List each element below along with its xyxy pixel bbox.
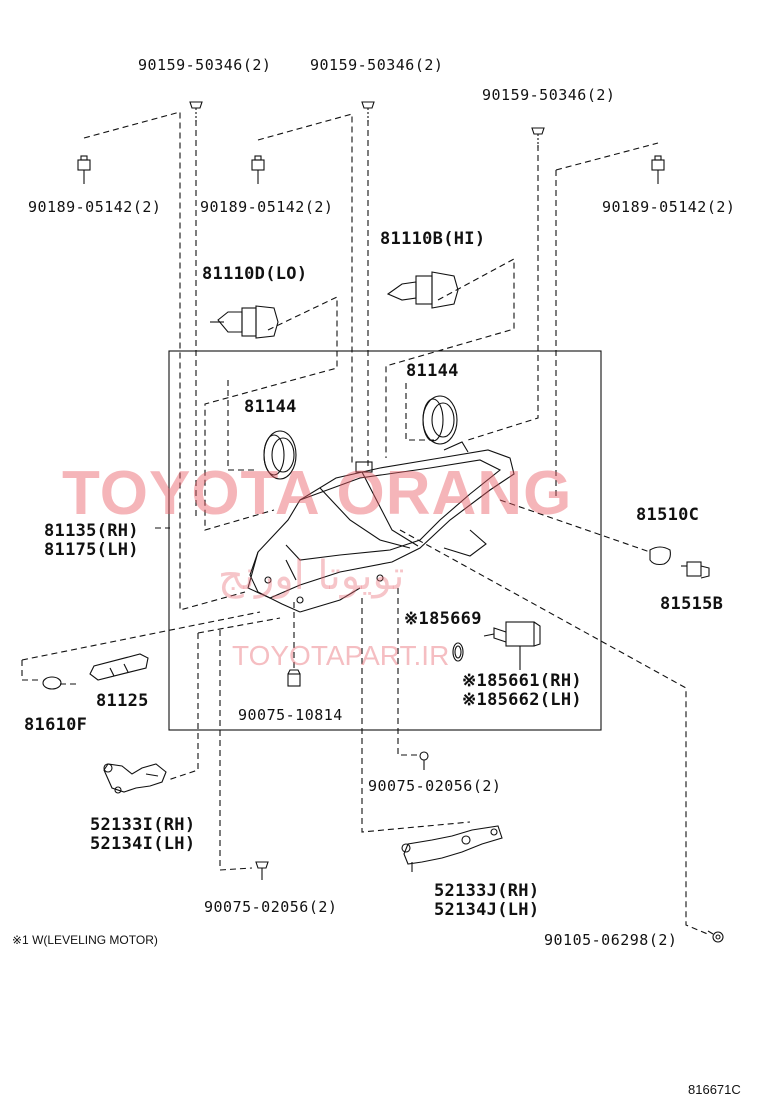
label-side-lens: 81510C	[636, 505, 700, 525]
label-screw-top-right: 90159-50346(2)	[482, 86, 616, 104]
nut-right	[651, 155, 665, 184]
nut-left	[77, 155, 91, 184]
label-nut-mid: 90189-05142(2)	[200, 198, 334, 216]
label-bulb-hi: 81110B(HI)	[380, 229, 486, 249]
bulb-hi	[386, 271, 459, 309]
label-bracket-j-rh: 52133J(RH)	[434, 881, 540, 901]
bracket-j	[401, 825, 503, 872]
small-bulb	[89, 653, 149, 681]
bulb-lo	[210, 305, 279, 339]
label-bolt-bottom-right: 90105-06298(2)	[544, 931, 678, 949]
label-lamp-rh: 81135(RH)	[44, 521, 139, 541]
screw-top-right	[531, 127, 545, 148]
grommet	[287, 669, 301, 687]
figure-number: 816671C	[688, 1082, 741, 1097]
label-o-ring: ※185669	[404, 609, 482, 629]
label-bulb-lo: 81110D(LO)	[202, 264, 308, 284]
screw-bottom	[255, 861, 269, 880]
label-side-socket: 81515B	[660, 594, 724, 614]
footnote: ※1 W(LEVELING MOTOR)	[12, 933, 158, 947]
screw-top-left	[189, 101, 203, 122]
nut-mid	[251, 155, 265, 184]
bracket-i	[103, 763, 167, 794]
label-small-cap: 81610F	[24, 715, 88, 735]
assembly-frame	[168, 350, 602, 731]
label-screw-mid: 90075-02056(2)	[368, 777, 502, 795]
small-cap	[42, 676, 62, 690]
label-bracket-j-lh: 52134J(LH)	[434, 900, 540, 920]
label-bracket-i-rh: 52133I(RH)	[90, 815, 196, 835]
label-grommet: 90075-10814	[238, 706, 343, 724]
label-motor-rh: ※185661(RH)	[462, 671, 582, 691]
bolt-bottom-right	[707, 930, 724, 943]
side-lens	[649, 546, 671, 566]
screw-mid	[419, 751, 429, 770]
watermark-arabic: تويوتا اورنج	[218, 553, 405, 599]
cap-right	[422, 395, 458, 445]
label-screw-bottom: 90075-02056(2)	[204, 898, 338, 916]
leveling-motor	[483, 621, 541, 670]
label-small-bulb: 81125	[96, 691, 149, 711]
leader-lines	[21, 111, 711, 936]
label-nut-left: 90189-05142(2)	[28, 198, 162, 216]
label-screw-top-mid: 90159-50346(2)	[310, 56, 444, 74]
label-lamp-lh: 81175(LH)	[44, 540, 139, 560]
watermark-main: TOYOTA ORANG	[62, 459, 573, 528]
side-socket	[681, 561, 710, 579]
o-ring	[452, 642, 464, 662]
label-motor-lh: ※185662(LH)	[462, 690, 582, 710]
screw-top-mid	[361, 101, 375, 122]
label-bracket-i-lh: 52134I(LH)	[90, 834, 196, 854]
watermark-site: TOYOTAPART.IR	[232, 640, 450, 671]
headlamp-body	[247, 441, 515, 613]
label-cap-left: 81144	[244, 397, 297, 417]
label-nut-right: 90189-05142(2)	[602, 198, 736, 216]
label-cap-right: 81144	[406, 361, 459, 381]
label-screw-top-left: 90159-50346(2)	[138, 56, 272, 74]
cap-left	[263, 430, 297, 480]
